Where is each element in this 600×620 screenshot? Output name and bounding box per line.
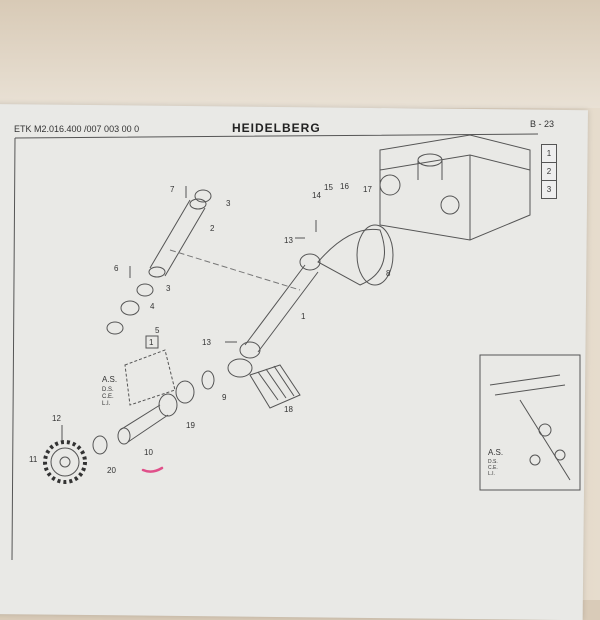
part-label[interactable]: 11 [29, 455, 38, 464]
spring-part [249, 364, 301, 409]
part-label[interactable]: 13 [202, 338, 211, 347]
brand-logo: HEIDELBERG [232, 121, 321, 135]
legend-line: D.S. [102, 387, 114, 393]
part-label[interactable]: 7 [170, 185, 175, 194]
pink-marker-arrow [141, 466, 164, 473]
section-tab[interactable]: 2 [541, 162, 557, 181]
frame-border [11, 133, 539, 561]
lower-shaft [61, 370, 215, 455]
part-label[interactable]: 3 [226, 199, 231, 208]
part-label[interactable]: 16 [340, 182, 349, 191]
part-label[interactable]: 8 [386, 269, 391, 278]
inset-legend-line: C.E. [488, 465, 498, 471]
catalog-code: ETK M2.016.400 /007 003 00 0 [14, 124, 140, 134]
exploded-parts-diagram: A.S. D.S. C.E. L.I. A.S. D.S. C.E. L.I. … [11, 133, 581, 561]
background-papers [0, 0, 600, 108]
tube-part [106, 186, 212, 335]
bracket-detail [124, 349, 176, 406]
part-label[interactable]: 1 [301, 312, 306, 321]
part-label[interactable]: 17 [363, 185, 372, 194]
machine-assembly [379, 134, 531, 241]
part-label[interactable]: 2 [210, 224, 215, 233]
part-label[interactable]: 6 [114, 264, 119, 273]
dashed-axis [169, 249, 301, 291]
legend-title: A.S. [102, 375, 117, 384]
section-tab[interactable]: 3 [541, 180, 557, 199]
page-id: B - 23 [530, 119, 555, 129]
part-label[interactable]: 9 [222, 393, 227, 402]
part-label[interactable]: 10 [144, 448, 153, 457]
sprocket-11 [43, 440, 87, 484]
part-label[interactable]: 15 [324, 183, 333, 192]
inset-legend-title: A.S. [488, 448, 503, 457]
part-label[interactable]: 18 [284, 405, 293, 414]
part-label[interactable]: 4 [150, 302, 155, 311]
callout-box [145, 335, 159, 349]
part-label[interactable]: 1 [149, 338, 154, 347]
legend-line: L.I. [102, 401, 111, 407]
part-label[interactable]: 14 [312, 191, 321, 200]
inset-legend-line: D.S. [488, 459, 498, 465]
legend-line: C.E. [102, 394, 114, 400]
part-label[interactable]: 20 [107, 466, 116, 475]
part-label[interactable]: 19 [186, 421, 195, 430]
part-label[interactable]: 13 [284, 236, 293, 245]
section-tabs: 1 2 3 [541, 144, 557, 199]
cardan-shaft [225, 220, 394, 378]
inset-legend-line: L.I. [488, 471, 495, 477]
part-label[interactable]: 5 [155, 326, 160, 335]
part-label[interactable]: 12 [52, 414, 61, 423]
inset-detail: A.S. D.S. C.E. L.I. [479, 354, 581, 491]
part-labels: 7 3 2 6 3 4 5 1 14 15 16 17 13 8 1 13 9 … [29, 182, 391, 475]
part-label[interactable]: 3 [166, 284, 171, 293]
